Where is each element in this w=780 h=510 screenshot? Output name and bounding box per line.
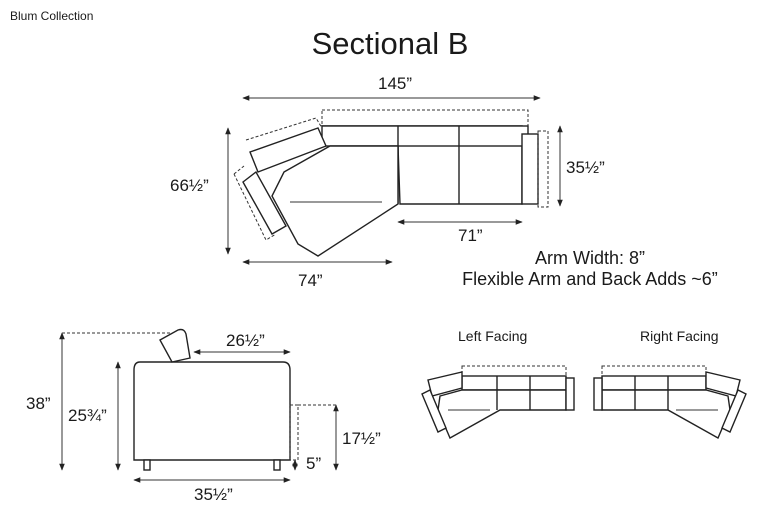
leg-front — [143, 459, 151, 471]
diagram-title: Sectional B — [311, 26, 469, 61]
leg-back — [273, 459, 281, 471]
overall-depth-label: 66½” — [170, 176, 209, 195]
right-arm — [521, 133, 539, 205]
right-depth-label: 35½” — [566, 158, 605, 177]
seat-height-label: 17½” — [342, 429, 381, 448]
seat-body — [133, 361, 291, 461]
right-length-label: 71” — [458, 226, 483, 245]
back-cushion-outline — [321, 109, 529, 127]
left-section — [271, 145, 399, 257]
leg-height-label: 5” — [306, 454, 322, 473]
flexible-arm-note: Flexible Arm and Back Adds ~6” — [462, 269, 718, 289]
left-arm — [242, 170, 287, 235]
overall-width-label: 145” — [378, 74, 413, 93]
side-depth-label: 35½” — [194, 485, 233, 504]
left-facing-diagram — [421, 365, 575, 439]
brand-name: Blum Collection — [10, 9, 94, 23]
headrest — [159, 328, 191, 363]
overall-height-label: 38” — [26, 394, 51, 413]
arm-width-note: Arm Width: 8” — [534, 248, 645, 268]
angled-back — [249, 127, 327, 173]
right-facing-diagram — [593, 365, 747, 439]
top-view-plan — [225, 95, 563, 265]
back-rail — [321, 125, 529, 147]
right-facing-caption: Right Facing — [640, 328, 719, 344]
back-height-label: 25¾” — [68, 406, 107, 425]
left-facing-caption: Left Facing — [458, 328, 528, 344]
left-length-label: 74” — [298, 271, 323, 290]
side-view — [59, 328, 339, 483]
seat-depth-label: 26½” — [226, 331, 265, 350]
